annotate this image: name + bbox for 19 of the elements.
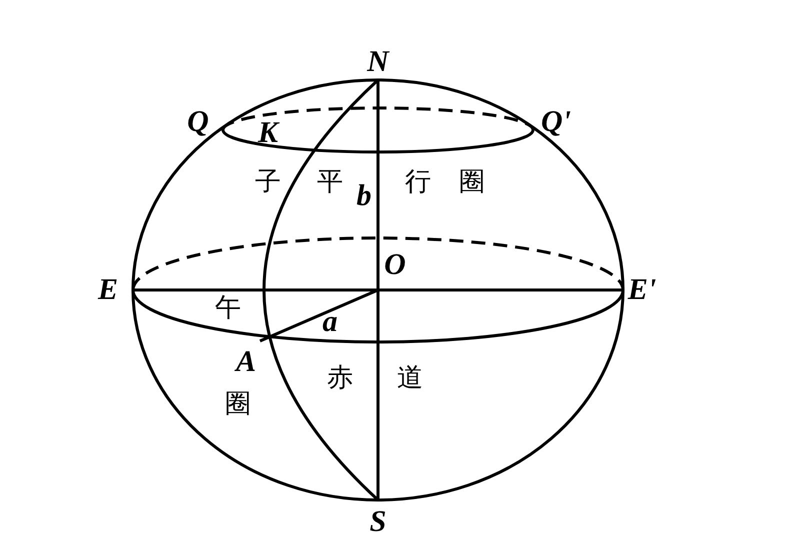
point-label: b [356, 181, 372, 211]
point-label: E' [628, 275, 656, 305]
point-label: O [384, 250, 406, 280]
circle-label: 子 [255, 167, 281, 197]
circle-label: 平 [317, 167, 343, 197]
point-label: N [367, 47, 389, 77]
point-label: Q [187, 107, 209, 137]
circle-label: 圈 [459, 167, 485, 197]
circle-label: 行 [405, 167, 431, 197]
circle-label: 道 [397, 363, 423, 393]
circle-label: 赤 [327, 363, 353, 393]
point-label: a [322, 307, 338, 337]
point-label: S [370, 507, 386, 537]
point-label: Q' [541, 107, 571, 137]
point-label: A [236, 347, 256, 377]
point-label: K [258, 118, 278, 148]
circle-label: 午 [215, 293, 241, 323]
point-label: E [98, 275, 118, 305]
circle-label: 圈 [225, 389, 251, 419]
